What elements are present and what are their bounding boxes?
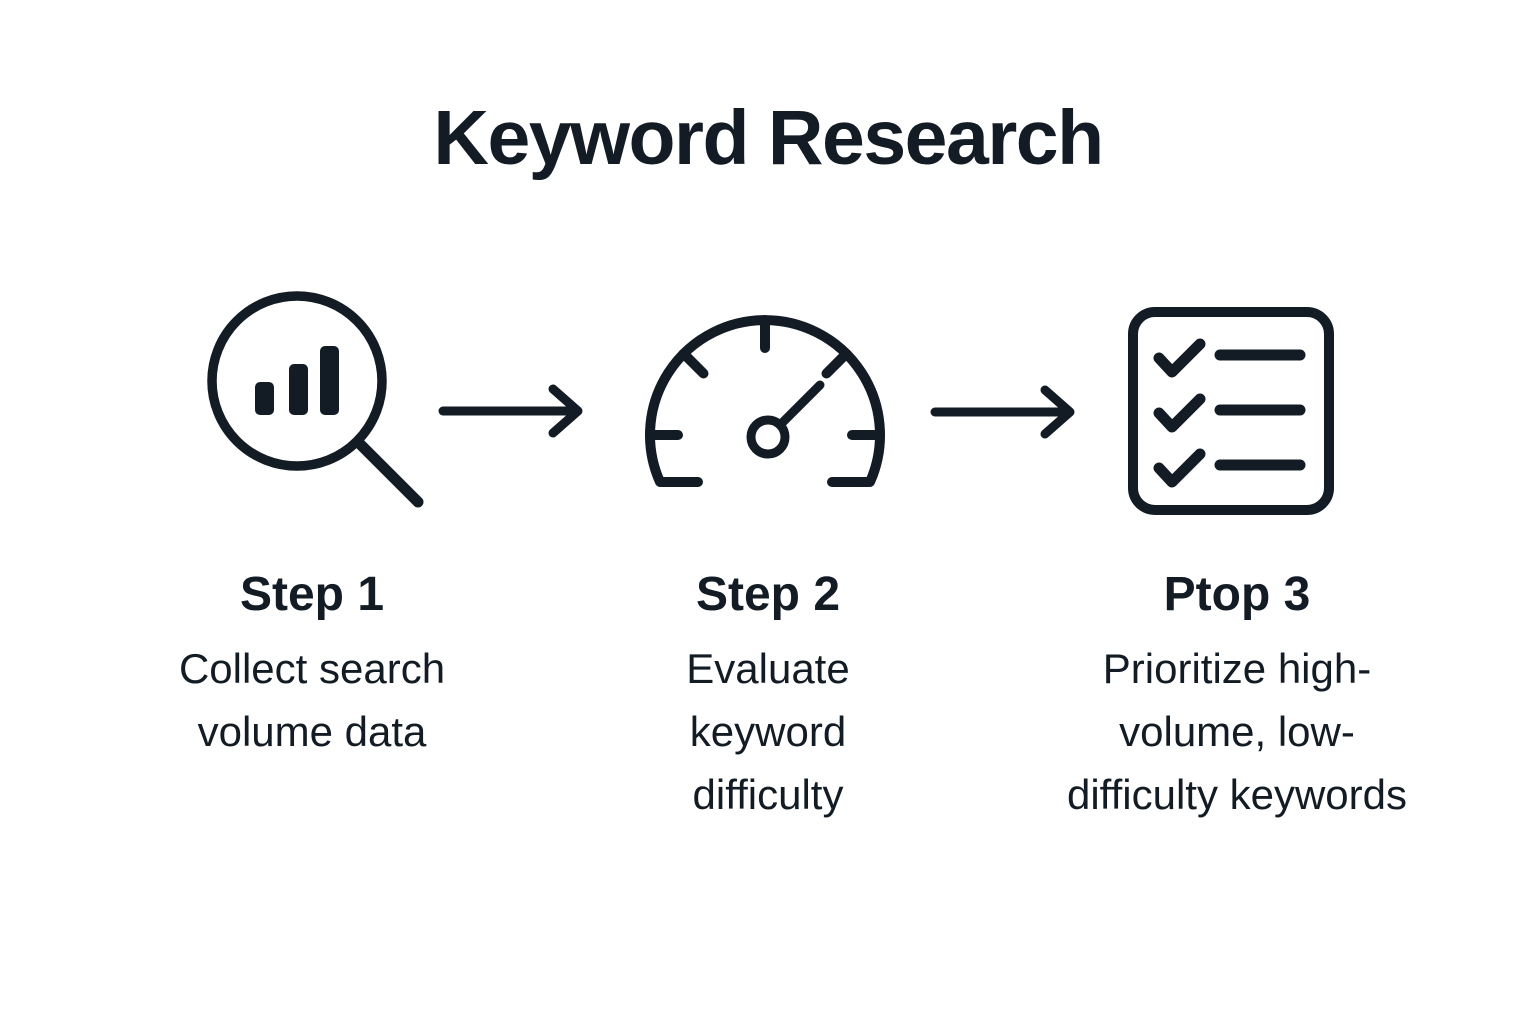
step-3-description: Prioritize high- volume, low- difficulty…: [1066, 644, 1408, 818]
step-1-column: Step 1 Collect search volume data: [82, 566, 542, 763]
step-3-label: Ptop 3: [1163, 568, 1311, 621]
step-3-column: Ptop 3 Prioritize high- volume, low- dif…: [1007, 566, 1467, 826]
arrow-right-icon: [929, 380, 1079, 444]
step-1-label: Step 1: [239, 568, 385, 621]
step-1-description: Collect search volume data: [178, 644, 446, 755]
page-title: Keyword Research: [433, 95, 1104, 181]
magnifier-bar-chart-icon: [205, 290, 430, 515]
step-2-description: Evaluate keyword difficulty: [686, 644, 850, 818]
arrow-right-icon: [437, 379, 587, 443]
step-2-label: Step 2: [695, 568, 841, 621]
speedometer-icon: [645, 305, 895, 490]
checklist-icon: [1126, 303, 1338, 519]
step-2-column: Step 2 Evaluate keyword difficulty: [538, 566, 998, 826]
